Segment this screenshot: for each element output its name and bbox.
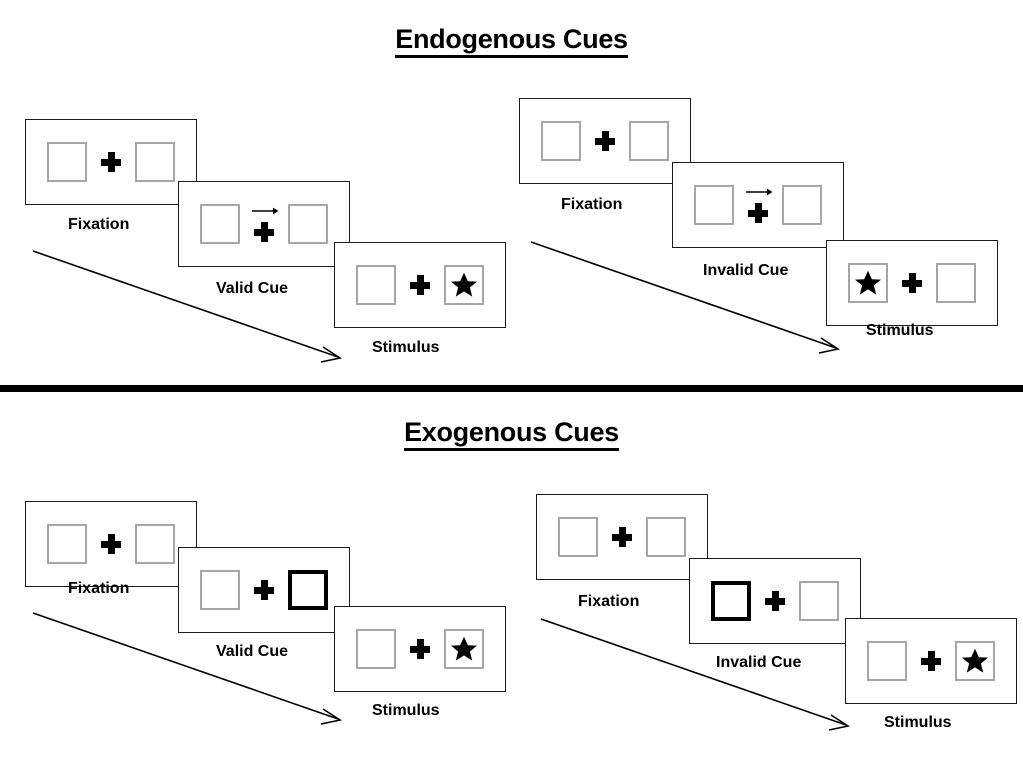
fixation-cross-icon xyxy=(410,639,430,659)
fixation-cross-icon xyxy=(101,152,121,172)
stage-label-exogenous-invalid-fixation: Fixation xyxy=(578,593,640,610)
trial-frame-endogenous-valid-stimulus xyxy=(334,242,506,328)
cue-group xyxy=(252,204,279,244)
target-box-right xyxy=(444,629,484,669)
fixation-cross-icon xyxy=(254,580,274,600)
target-box-left xyxy=(848,263,888,303)
stage-label-exogenous-valid-stimulus: Stimulus xyxy=(372,702,440,719)
trial-frame-endogenous-valid-fixation xyxy=(25,119,197,205)
stage-label-endogenous-valid-cue: Valid Cue xyxy=(216,280,289,297)
star-icon xyxy=(451,636,477,661)
fixation-cross-icon xyxy=(254,222,274,242)
trial-frame-exogenous-valid-cue xyxy=(178,547,350,633)
fixation-cross-icon xyxy=(921,651,941,671)
fixation-cross-icon xyxy=(765,591,785,611)
stage-label-endogenous-valid-fixation: Fixation xyxy=(68,216,130,233)
trial-frame-exogenous-valid-stimulus xyxy=(334,606,506,692)
time-flow-arrow-exogenous-valid xyxy=(32,612,343,725)
stage-label-endogenous-invalid-fixation: Fixation xyxy=(561,196,623,213)
placeholder-box-right xyxy=(629,121,669,161)
section-title-exogenous-text: Exogenous Cues xyxy=(404,417,619,451)
placeholder-box-left xyxy=(694,185,734,225)
time-flow-arrow-endogenous-invalid xyxy=(530,241,841,354)
right-arrow-icon xyxy=(746,188,773,196)
placeholder-box-left xyxy=(200,570,240,610)
placeholder-box-right xyxy=(799,581,839,621)
section-title-endogenous-text: Endogenous Cues xyxy=(395,24,628,58)
stage-label-endogenous-invalid-cue: Invalid Cue xyxy=(703,262,789,279)
trial-frame-endogenous-invalid-cue xyxy=(672,162,844,248)
placeholder-box-left xyxy=(867,641,907,681)
target-box-right xyxy=(444,265,484,305)
right-arrow-icon xyxy=(252,207,279,215)
placeholder-box-left xyxy=(356,265,396,305)
stage-label-exogenous-invalid-stimulus: Stimulus xyxy=(884,714,952,731)
placeholder-box-left xyxy=(541,121,581,161)
fixation-cross-icon xyxy=(612,527,632,547)
placeholder-box-left xyxy=(47,142,87,182)
placeholder-box-right xyxy=(646,517,686,557)
trial-frame-endogenous-valid-cue xyxy=(178,181,350,267)
placeholder-box-right xyxy=(936,263,976,303)
fixation-cross-icon xyxy=(410,275,430,295)
trial-frame-exogenous-valid-fixation xyxy=(25,501,197,587)
time-flow-arrow-endogenous-valid xyxy=(32,250,343,363)
trial-frame-exogenous-invalid-cue xyxy=(689,558,861,644)
trial-frame-endogenous-invalid-fixation xyxy=(519,98,691,184)
fixation-cross-icon xyxy=(595,131,615,151)
stage-label-endogenous-invalid-stimulus: Stimulus xyxy=(866,322,934,339)
section-title-endogenous: Endogenous Cues xyxy=(0,24,1023,58)
placeholder-box-right xyxy=(135,524,175,564)
fixation-cross-icon xyxy=(748,203,768,223)
placeholder-box-left xyxy=(356,629,396,669)
placeholder-box-left xyxy=(200,204,240,244)
section-title-exogenous: Exogenous Cues xyxy=(0,417,1023,451)
trial-frame-endogenous-invalid-stimulus xyxy=(826,240,998,326)
stage-label-exogenous-valid-fixation: Fixation xyxy=(68,580,130,597)
stage-label-endogenous-valid-stimulus: Stimulus xyxy=(372,339,440,356)
placeholder-box-right xyxy=(782,185,822,225)
target-box-right xyxy=(955,641,995,681)
cue-group xyxy=(746,185,773,225)
placeholder-box-right xyxy=(135,142,175,182)
placeholder-box-right xyxy=(288,204,328,244)
cued-box-left xyxy=(711,581,751,621)
section-divider xyxy=(0,385,1023,392)
stage-label-exogenous-valid-cue: Valid Cue xyxy=(216,643,289,660)
star-icon xyxy=(855,270,881,295)
cued-box-right xyxy=(288,570,328,610)
time-flow-arrow-exogenous-invalid xyxy=(540,618,851,731)
trial-frame-exogenous-invalid-fixation xyxy=(536,494,708,580)
placeholder-box-left xyxy=(558,517,598,557)
fixation-cross-icon xyxy=(101,534,121,554)
star-icon xyxy=(962,648,988,673)
star-icon xyxy=(451,272,477,297)
stage-label-exogenous-invalid-cue: Invalid Cue xyxy=(716,654,802,671)
placeholder-box-left xyxy=(47,524,87,564)
trial-frame-exogenous-invalid-stimulus xyxy=(845,618,1017,704)
fixation-cross-icon xyxy=(902,273,922,293)
